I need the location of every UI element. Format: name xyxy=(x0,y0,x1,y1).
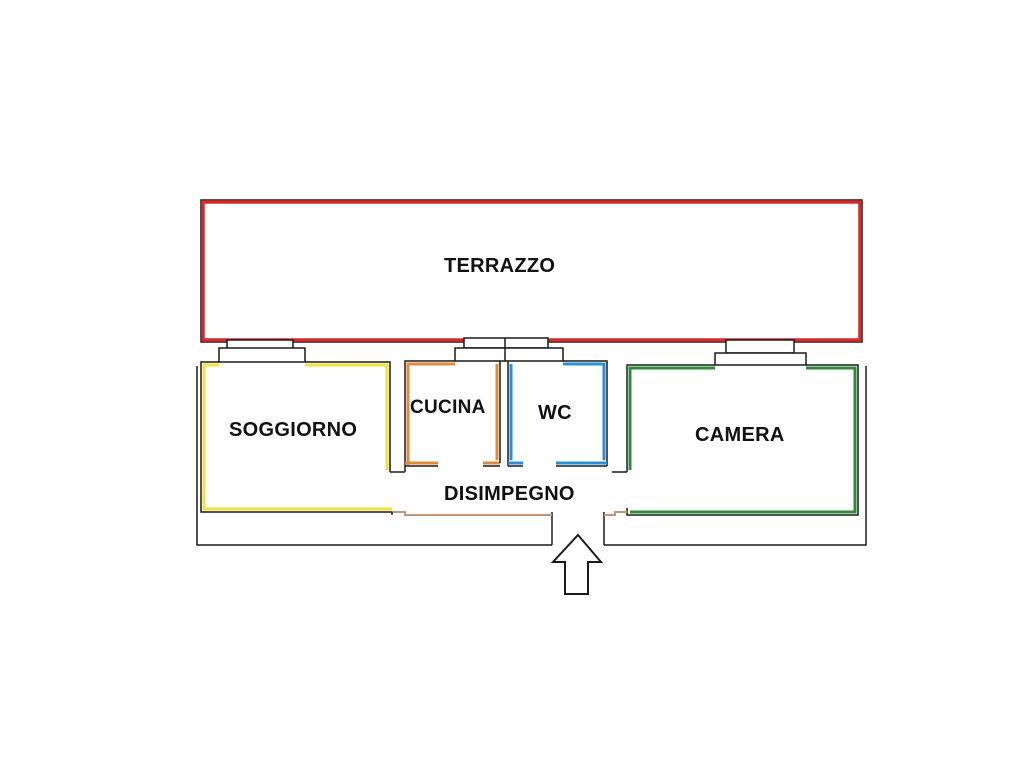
room-label-cucina: CUCINA xyxy=(410,397,486,418)
arrow-up-icon xyxy=(550,533,604,595)
outer-walls xyxy=(196,366,867,546)
room-label-soggiorno: SOGGIORNO xyxy=(229,419,358,441)
room-label-wc: WC xyxy=(538,402,572,424)
window-cucina-wc xyxy=(454,337,564,362)
room-disimpegno xyxy=(391,511,627,516)
room-wc xyxy=(507,360,608,467)
window-camera xyxy=(714,339,807,366)
room-label-camera: CAMERA xyxy=(695,424,785,446)
room-soggiorno xyxy=(200,361,405,513)
room-label-terrazzo: TERRAZZO xyxy=(444,255,556,277)
window-soggiorno xyxy=(218,339,306,363)
room-cucina xyxy=(404,360,501,472)
room-label-disimpegno: DISIMPEGNO xyxy=(444,483,575,505)
